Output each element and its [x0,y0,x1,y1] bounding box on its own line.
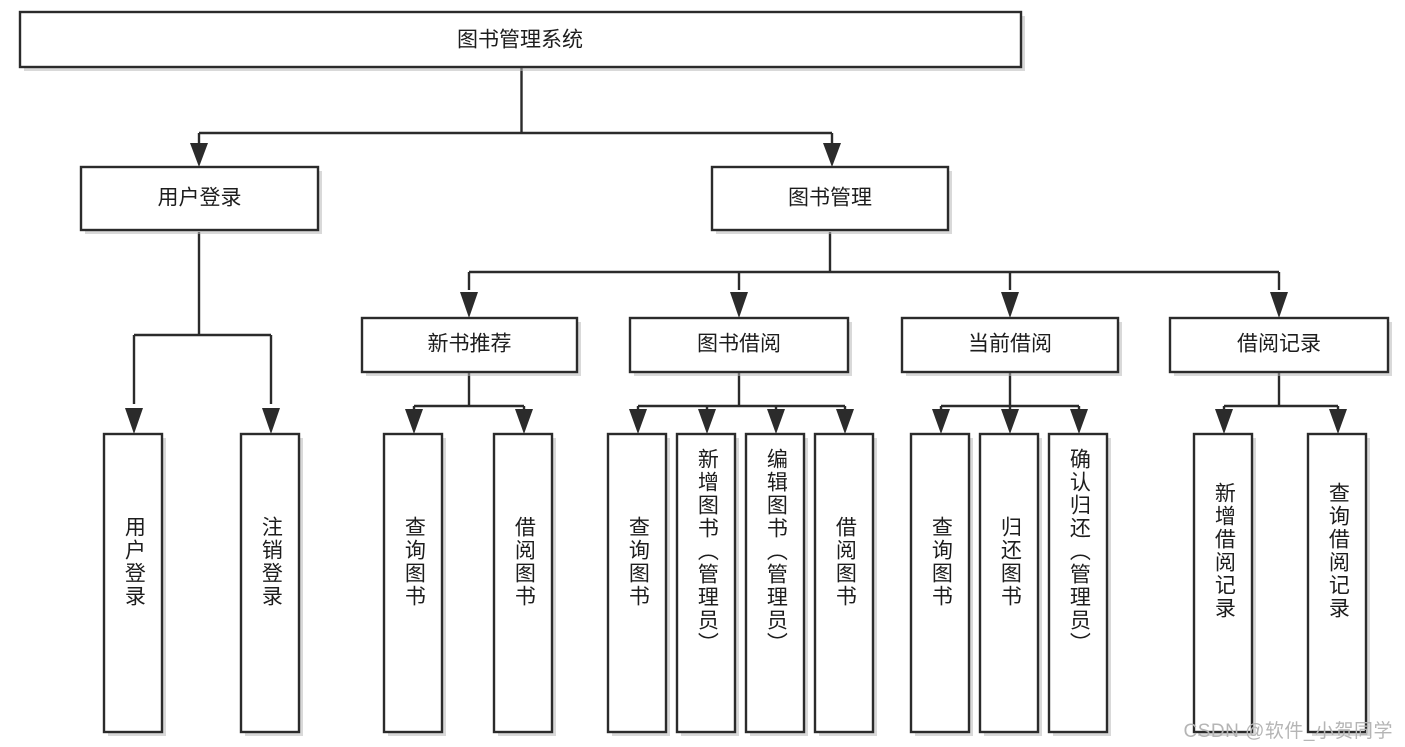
node-user-login[interactable]: 用户登录 [79,165,322,234]
leaf-box-book-borrow-1[interactable] [606,432,670,736]
connector-borrowrecord-to-leaves [1215,372,1347,434]
arrow-icon [823,143,841,167]
node-user-login-label: 用户登录 [158,187,242,210]
node-root[interactable]: 图书管理系统 [18,10,1025,71]
arrow-icon [1001,292,1019,318]
connector-currentborrow-to-leaves [932,372,1088,434]
leaf-box-book-borrow-3[interactable] [744,432,808,736]
node-book-manage-label: 图书管理 [788,187,872,210]
leaf-box-borrow-record-2[interactable] [1306,432,1370,736]
arrow-icon [1070,409,1088,434]
connector-bookmanage-to-level3 [460,232,1288,318]
leaf-box-book-borrow-4[interactable] [813,432,877,736]
arrow-icon [730,292,748,318]
node-new-book-recommend[interactable]: 新书推荐 [360,316,581,376]
arrow-icon [836,409,854,434]
node-current-borrow[interactable]: 当前借阅 [900,316,1122,376]
node-new-book-recommend-label: 新书推荐 [428,333,512,356]
arrow-icon [629,409,647,434]
node-root-label: 图书管理系统 [457,29,583,52]
leaf-box-book-borrow-2[interactable] [675,432,739,736]
connector-newbook-to-leaves [405,372,533,434]
leaf-box-new-book-2[interactable] [492,432,556,736]
node-book-manage[interactable]: 图书管理 [710,165,952,234]
arrow-icon [190,143,208,167]
arrow-icon [767,409,785,434]
arrow-icon [125,408,143,434]
arrow-icon [1215,409,1233,434]
connector-userlogin-to-leaves [125,232,280,434]
node-book-borrow-label: 图书借阅 [697,333,781,356]
node-borrow-record[interactable]: 借阅记录 [1168,316,1392,376]
node-book-borrow[interactable]: 图书借阅 [628,316,852,376]
leaf-box-current-borrow-3[interactable] [1047,432,1111,736]
node-current-borrow-label: 当前借阅 [968,333,1052,356]
arrow-icon [932,409,950,434]
leaf-box-current-borrow-1[interactable] [909,432,973,736]
arrow-icon [1001,409,1019,434]
leaf-box-user-login-2[interactable] [239,432,303,736]
arrow-icon [1270,292,1288,318]
arrow-icon [698,409,716,434]
leaf-box-borrow-record-1[interactable] [1192,432,1256,736]
arrow-icon [262,408,280,434]
node-borrow-record-label: 借阅记录 [1237,333,1321,356]
arrow-icon [515,409,533,434]
leaf-box-current-borrow-2[interactable] [978,432,1042,736]
connector-bookborrow-to-leaves [629,372,854,434]
leaf-box-user-login-1[interactable] [102,432,166,736]
csdn-watermark: CSDN @软件_小贺同学 [1183,721,1393,742]
arrow-icon [405,409,423,434]
leaf-box-new-book-1[interactable] [382,432,446,736]
connector-root-to-level2 [190,67,841,167]
arrow-icon [460,292,478,318]
arrow-icon [1329,409,1347,434]
